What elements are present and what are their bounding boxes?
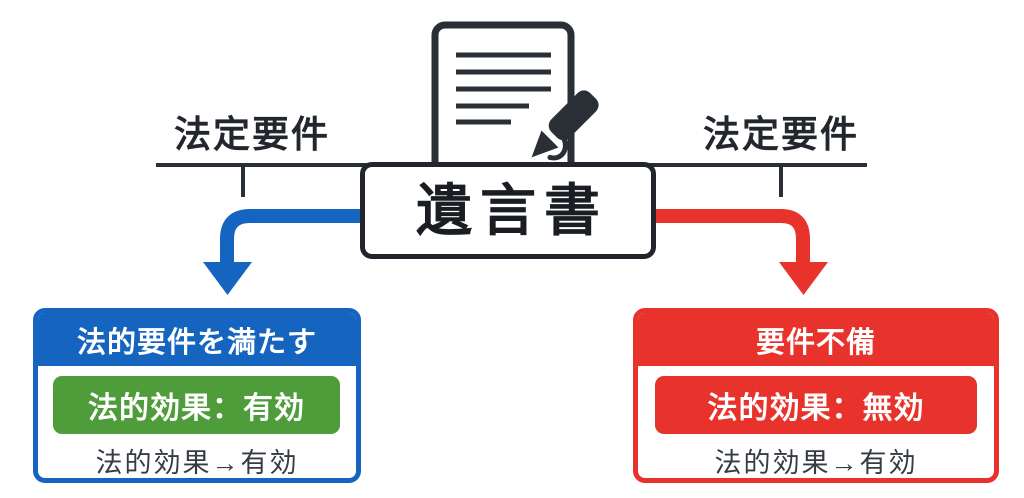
invalid-note: 法的効果→有効 bbox=[714, 448, 918, 478]
right-tick bbox=[779, 164, 783, 197]
valid-card-header: 法的要件を満たす bbox=[38, 313, 356, 366]
valid-effect-box: 法的効果：有効 bbox=[53, 376, 340, 434]
will-box: 遺言書 bbox=[360, 162, 656, 259]
valid-note: 法的効果→有効 bbox=[95, 448, 299, 478]
invalid-card-header: 要件不備 bbox=[638, 313, 994, 366]
left-requirement-label: 法定要件 bbox=[174, 114, 330, 155]
paper-sheet bbox=[431, 21, 575, 164]
left-tick bbox=[241, 164, 245, 197]
pen-icon bbox=[531, 90, 599, 161]
will-box-label: 遺言書 bbox=[416, 178, 608, 242]
valid-outcome-card: 法的要件を満たす 法的効果：有効 法的効果→有効 bbox=[33, 308, 361, 483]
right-requirement-label: 法定要件 bbox=[703, 114, 859, 155]
invalid-branch-arrow bbox=[651, 209, 828, 295]
valid-branch-arrow bbox=[203, 209, 365, 295]
document-with-pen-icon bbox=[431, 21, 599, 164]
invalid-effect-box: 法的効果：無効 bbox=[655, 376, 977, 434]
paper-text-lines bbox=[456, 52, 551, 125]
invalid-outcome-card: 要件不備 法的効果：無効 法的効果→有効 bbox=[633, 308, 999, 483]
